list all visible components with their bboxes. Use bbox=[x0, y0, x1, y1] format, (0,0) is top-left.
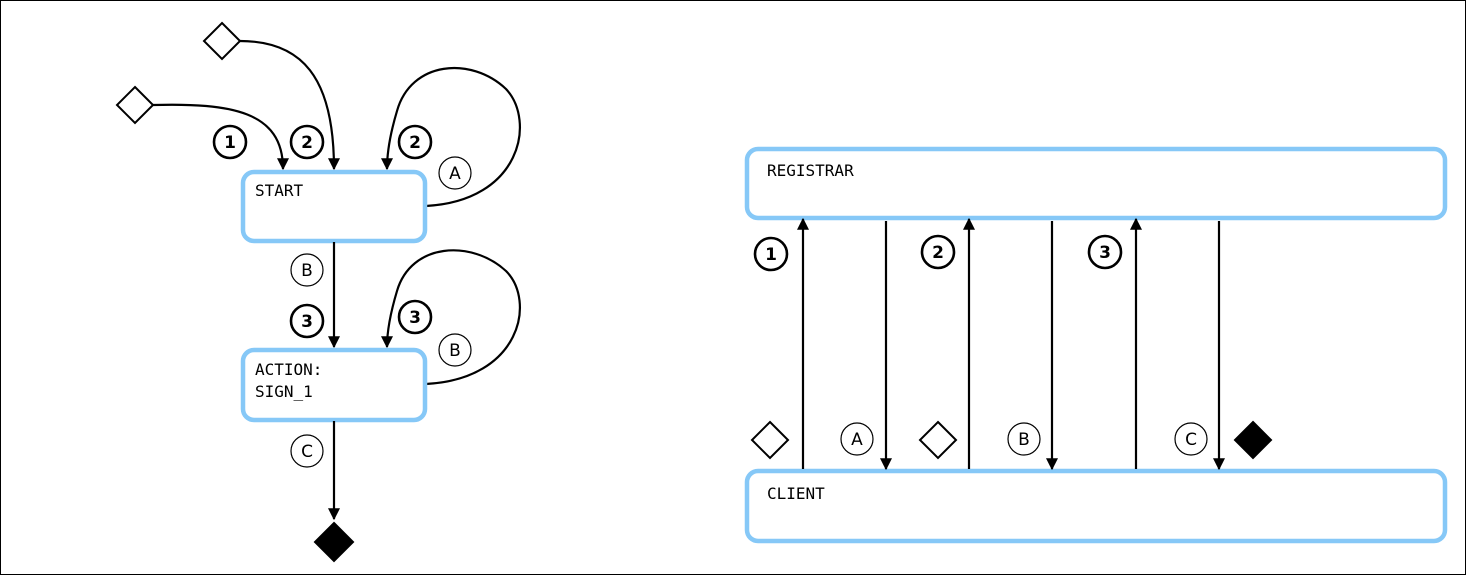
step-badge-start-to-action: 3 bbox=[289, 303, 325, 339]
message-badge-self-start: A bbox=[438, 156, 472, 190]
svg-text:C: C bbox=[301, 442, 313, 462]
initial-diamond-2 bbox=[202, 21, 242, 61]
svg-text:C: C bbox=[1185, 430, 1197, 450]
state-diagram: START ACTION: SIGN_1 1 2 2 3 bbox=[115, 21, 521, 563]
seq-step-badge-1: 1 bbox=[753, 236, 789, 272]
state-start bbox=[240, 169, 428, 244]
participant-client bbox=[744, 468, 1448, 544]
svg-text:2: 2 bbox=[301, 133, 313, 153]
svg-text:A: A bbox=[851, 430, 863, 450]
step-badge-initial-2: 2 bbox=[289, 124, 325, 160]
svg-text:1: 1 bbox=[765, 245, 777, 265]
svg-text:2: 2 bbox=[409, 133, 421, 153]
participant-client-label: CLIENT bbox=[767, 484, 825, 503]
sequence-diagram: REGISTRAR CLIENT 1 2 3 A bbox=[744, 146, 1448, 544]
step-badge-initial-1: 1 bbox=[212, 124, 248, 160]
message-badge-self-action: B bbox=[438, 333, 472, 367]
edge-initial1-to-start bbox=[152, 103, 289, 171]
seq-response-badge-b: B bbox=[1007, 422, 1041, 456]
svg-text:A: A bbox=[449, 164, 461, 184]
svg-text:3: 3 bbox=[409, 308, 421, 328]
svg-text:2: 2 bbox=[932, 243, 944, 263]
participant-registrar-label: REGISTRAR bbox=[767, 161, 854, 180]
step-badge-self-start: 2 bbox=[397, 124, 433, 160]
edge-self-start bbox=[381, 67, 521, 208]
state-action-sign bbox=[240, 347, 428, 423]
seq-step-badge-2: 2 bbox=[920, 234, 956, 270]
initial-diamond-1 bbox=[115, 85, 155, 125]
svg-text:3: 3 bbox=[301, 312, 313, 332]
svg-text:1: 1 bbox=[224, 133, 236, 153]
edge-self-action bbox=[381, 249, 521, 386]
state-start-label: START bbox=[255, 181, 304, 200]
seq-initial-diamond-2 bbox=[918, 420, 958, 460]
svg-text:B: B bbox=[449, 341, 461, 361]
edge-initial2-to-start bbox=[239, 39, 340, 171]
state-action-label-line1: ACTION: bbox=[255, 360, 322, 379]
state-action-label-line2: SIGN_1 bbox=[255, 382, 313, 401]
seq-response-badge-c: C bbox=[1174, 422, 1208, 456]
seq-initial-diamond-1 bbox=[750, 420, 790, 460]
seq-final-diamond bbox=[1233, 420, 1273, 460]
final-diamond bbox=[313, 521, 355, 563]
step-badge-self-action: 3 bbox=[397, 299, 433, 335]
seq-step-badge-3: 3 bbox=[1087, 234, 1123, 270]
message-badge-action-to-end: C bbox=[290, 434, 324, 468]
svg-text:B: B bbox=[301, 261, 313, 281]
seq-response-badge-a: A bbox=[840, 422, 874, 456]
svg-text:B: B bbox=[1018, 430, 1030, 450]
message-badge-start-to-action: B bbox=[290, 253, 324, 287]
svg-text:3: 3 bbox=[1099, 243, 1111, 263]
participant-registrar bbox=[744, 146, 1448, 221]
